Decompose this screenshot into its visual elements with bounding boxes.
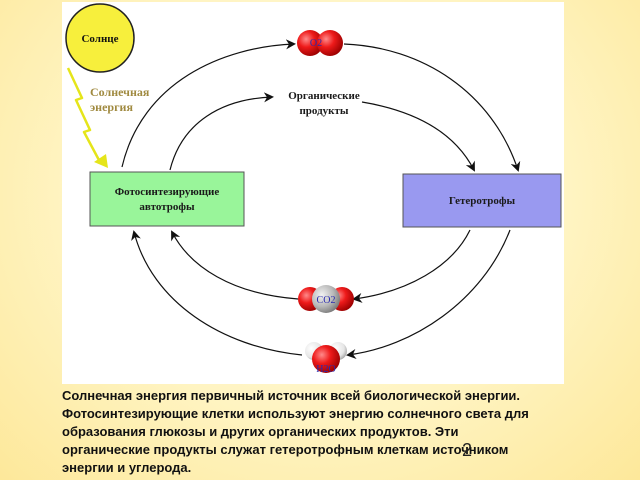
arrow-autotrophs-to-o2 [121, 39, 296, 168]
arrow-heterotrophs-to-co2 [352, 229, 471, 303]
solar-energy-arrowhead-icon [94, 154, 108, 168]
o2-label: O2 [310, 38, 322, 49]
caption-line: Солнечная энергия первичный источник все… [62, 388, 521, 403]
autotrophs-label-line2: автотрофы [139, 201, 195, 213]
autotrophs-label-line1: Фотосинтезирующие [115, 186, 220, 198]
caption-line: Фотосинтезирующие клетки используют энер… [62, 406, 529, 421]
arrow-co2-to-autotrophs [171, 230, 299, 300]
arrow-h2o-to-autotrophs [131, 230, 303, 356]
caption-line: энергии и углерода. [62, 460, 192, 475]
organic-products-label-line1: Органические [288, 90, 360, 102]
arrow-heterotrophs-to-h2o [346, 229, 511, 359]
autotrophs-box [89, 171, 245, 227]
arrow-autotrophs-to-organic [169, 92, 274, 171]
arrow-organic-to-heterotrophs [361, 101, 475, 172]
solar-energy-label-line1: Солнечная [90, 85, 150, 99]
slide-number: 2 [462, 440, 473, 460]
organic-products-label-line2: продукты [299, 105, 348, 117]
solar-energy-label-line2: энергия [90, 100, 133, 114]
co2-label: CO2 [317, 295, 336, 306]
caption-line: органические продукты служат гетеротрофн… [62, 442, 509, 457]
h2o-molecule-icon: H2O [305, 342, 347, 375]
o2-molecule-icon: O2 [297, 30, 343, 56]
sun-label: Солнце [81, 33, 118, 45]
heterotrophs-label: Гетеротрофы [449, 195, 516, 207]
co2-molecule-icon: CO2 [298, 285, 354, 313]
diagram-panel: Солнце Солнечная энергия Фотосинтезирующ… [62, 2, 564, 384]
heterotrophs-box [402, 173, 562, 228]
cycle-diagram: Солнце Солнечная энергия Фотосинтезирующ… [65, 3, 562, 375]
solar-energy-zigzag-icon [66, 67, 102, 163]
caption-line: образования глюкозы и других органически… [62, 424, 459, 439]
arrow-o2-to-heterotrophs [343, 43, 521, 172]
h2o-label: H2O [316, 364, 335, 375]
caption-text: Солнечная энергия первичный источник все… [62, 387, 622, 477]
sun-icon [65, 3, 135, 73]
